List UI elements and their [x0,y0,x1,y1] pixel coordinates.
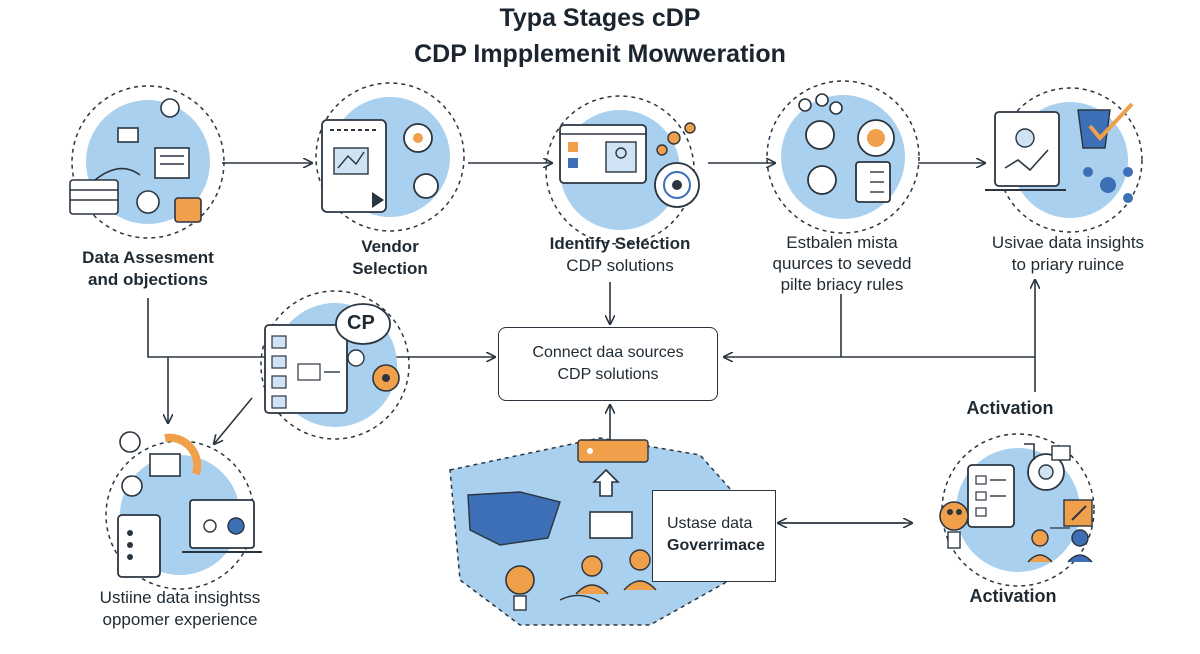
governance-box: Ustase data Goverrimace [652,490,776,582]
network-icon [667,131,681,145]
utilize-insights-illustration [105,431,262,590]
stage-label-line: Data Assesment [82,248,214,267]
stage-label-activation-bottom: Activation [969,586,1057,606]
user-icon [807,165,837,195]
briefcase-icon [174,197,202,223]
stage-label-line: quurces to sevedd [772,254,912,273]
vendor-selection-illustration [315,82,465,232]
stage-label-line: CDP solutions [566,256,674,275]
bulb-icon [505,565,535,595]
inbox-icon [589,511,633,539]
stage-label-line: Identify Selection [549,234,691,253]
stage-label-usivae-insights: Usivae data insights to priary ruince [968,232,1168,276]
progress-arc-icon [164,433,202,476]
stage-label-line: pilte briacy rules [780,275,904,294]
gear-small-icon [413,173,439,199]
arrow-checklist-to-utilize [214,397,253,444]
page-title-line2: CDP Impplemenit Mowweration [414,40,786,68]
tag-icon [577,439,649,463]
hub-icon [805,120,835,150]
upload-arrow-icon [592,468,620,497]
stage-label-line: Ustiine data insightss [99,588,261,607]
box-text-line: Connect daa sources [532,344,684,361]
connect-sources-box: Connect daa sources CDP solutions [498,327,718,401]
person-icon [160,98,180,118]
document-icon [154,147,190,179]
usivae-insights-illustration [985,87,1143,233]
stage-label-line: to priary ruince [1011,255,1125,274]
stage-label-line: Estbalen mista [786,233,898,252]
page-title-line1: Typa Stages cDP [499,4,701,32]
speech-bubble-label: CP [347,312,375,334]
team-icon [1031,529,1049,547]
stage-label-vendor-selection: Vendor Selection [310,236,470,280]
monitor-icon [189,499,255,549]
stage-label-line: oppomer experience [102,610,258,629]
stage-label-line: Selection [352,259,428,278]
stage-label-utilize-insights: Ustiine data insightss oppomer experienc… [70,587,290,631]
stage-label-line: Usivae data insights [991,233,1145,252]
checklist-illustration [260,290,410,440]
spreadsheet-icon [69,179,119,215]
stage-label-line: and objections [88,270,208,289]
laptop-icon [994,111,1060,187]
stage-label-identify-selection: Identify Selection CDP solutions [520,233,720,277]
box-text-line: Ustase data [667,515,753,532]
map-region-icon [467,491,561,546]
activation-illustration [939,433,1095,587]
lightbulb-icon [939,501,969,531]
stage-label-activation-top: Activation [966,398,1054,418]
data-assessment-illustration [69,85,225,239]
box-text-line: Goverrimace [667,537,765,554]
stage-label-establish: Estbalen mista quurces to sevedd pilte b… [752,232,932,295]
camera-icon [117,127,139,143]
stage-label-line: Vendor [361,237,419,256]
person-orange-icon [581,555,603,577]
box-text-line: CDP solutions [557,366,659,383]
stage-label-data-assessment: Data Assesment and objections [48,247,248,291]
establish-sources-illustration [766,80,920,234]
gift-icon [149,453,181,477]
identify-selection-illustration [545,95,700,245]
phone-icon [117,514,161,578]
speech-bubble-icon [335,303,391,345]
